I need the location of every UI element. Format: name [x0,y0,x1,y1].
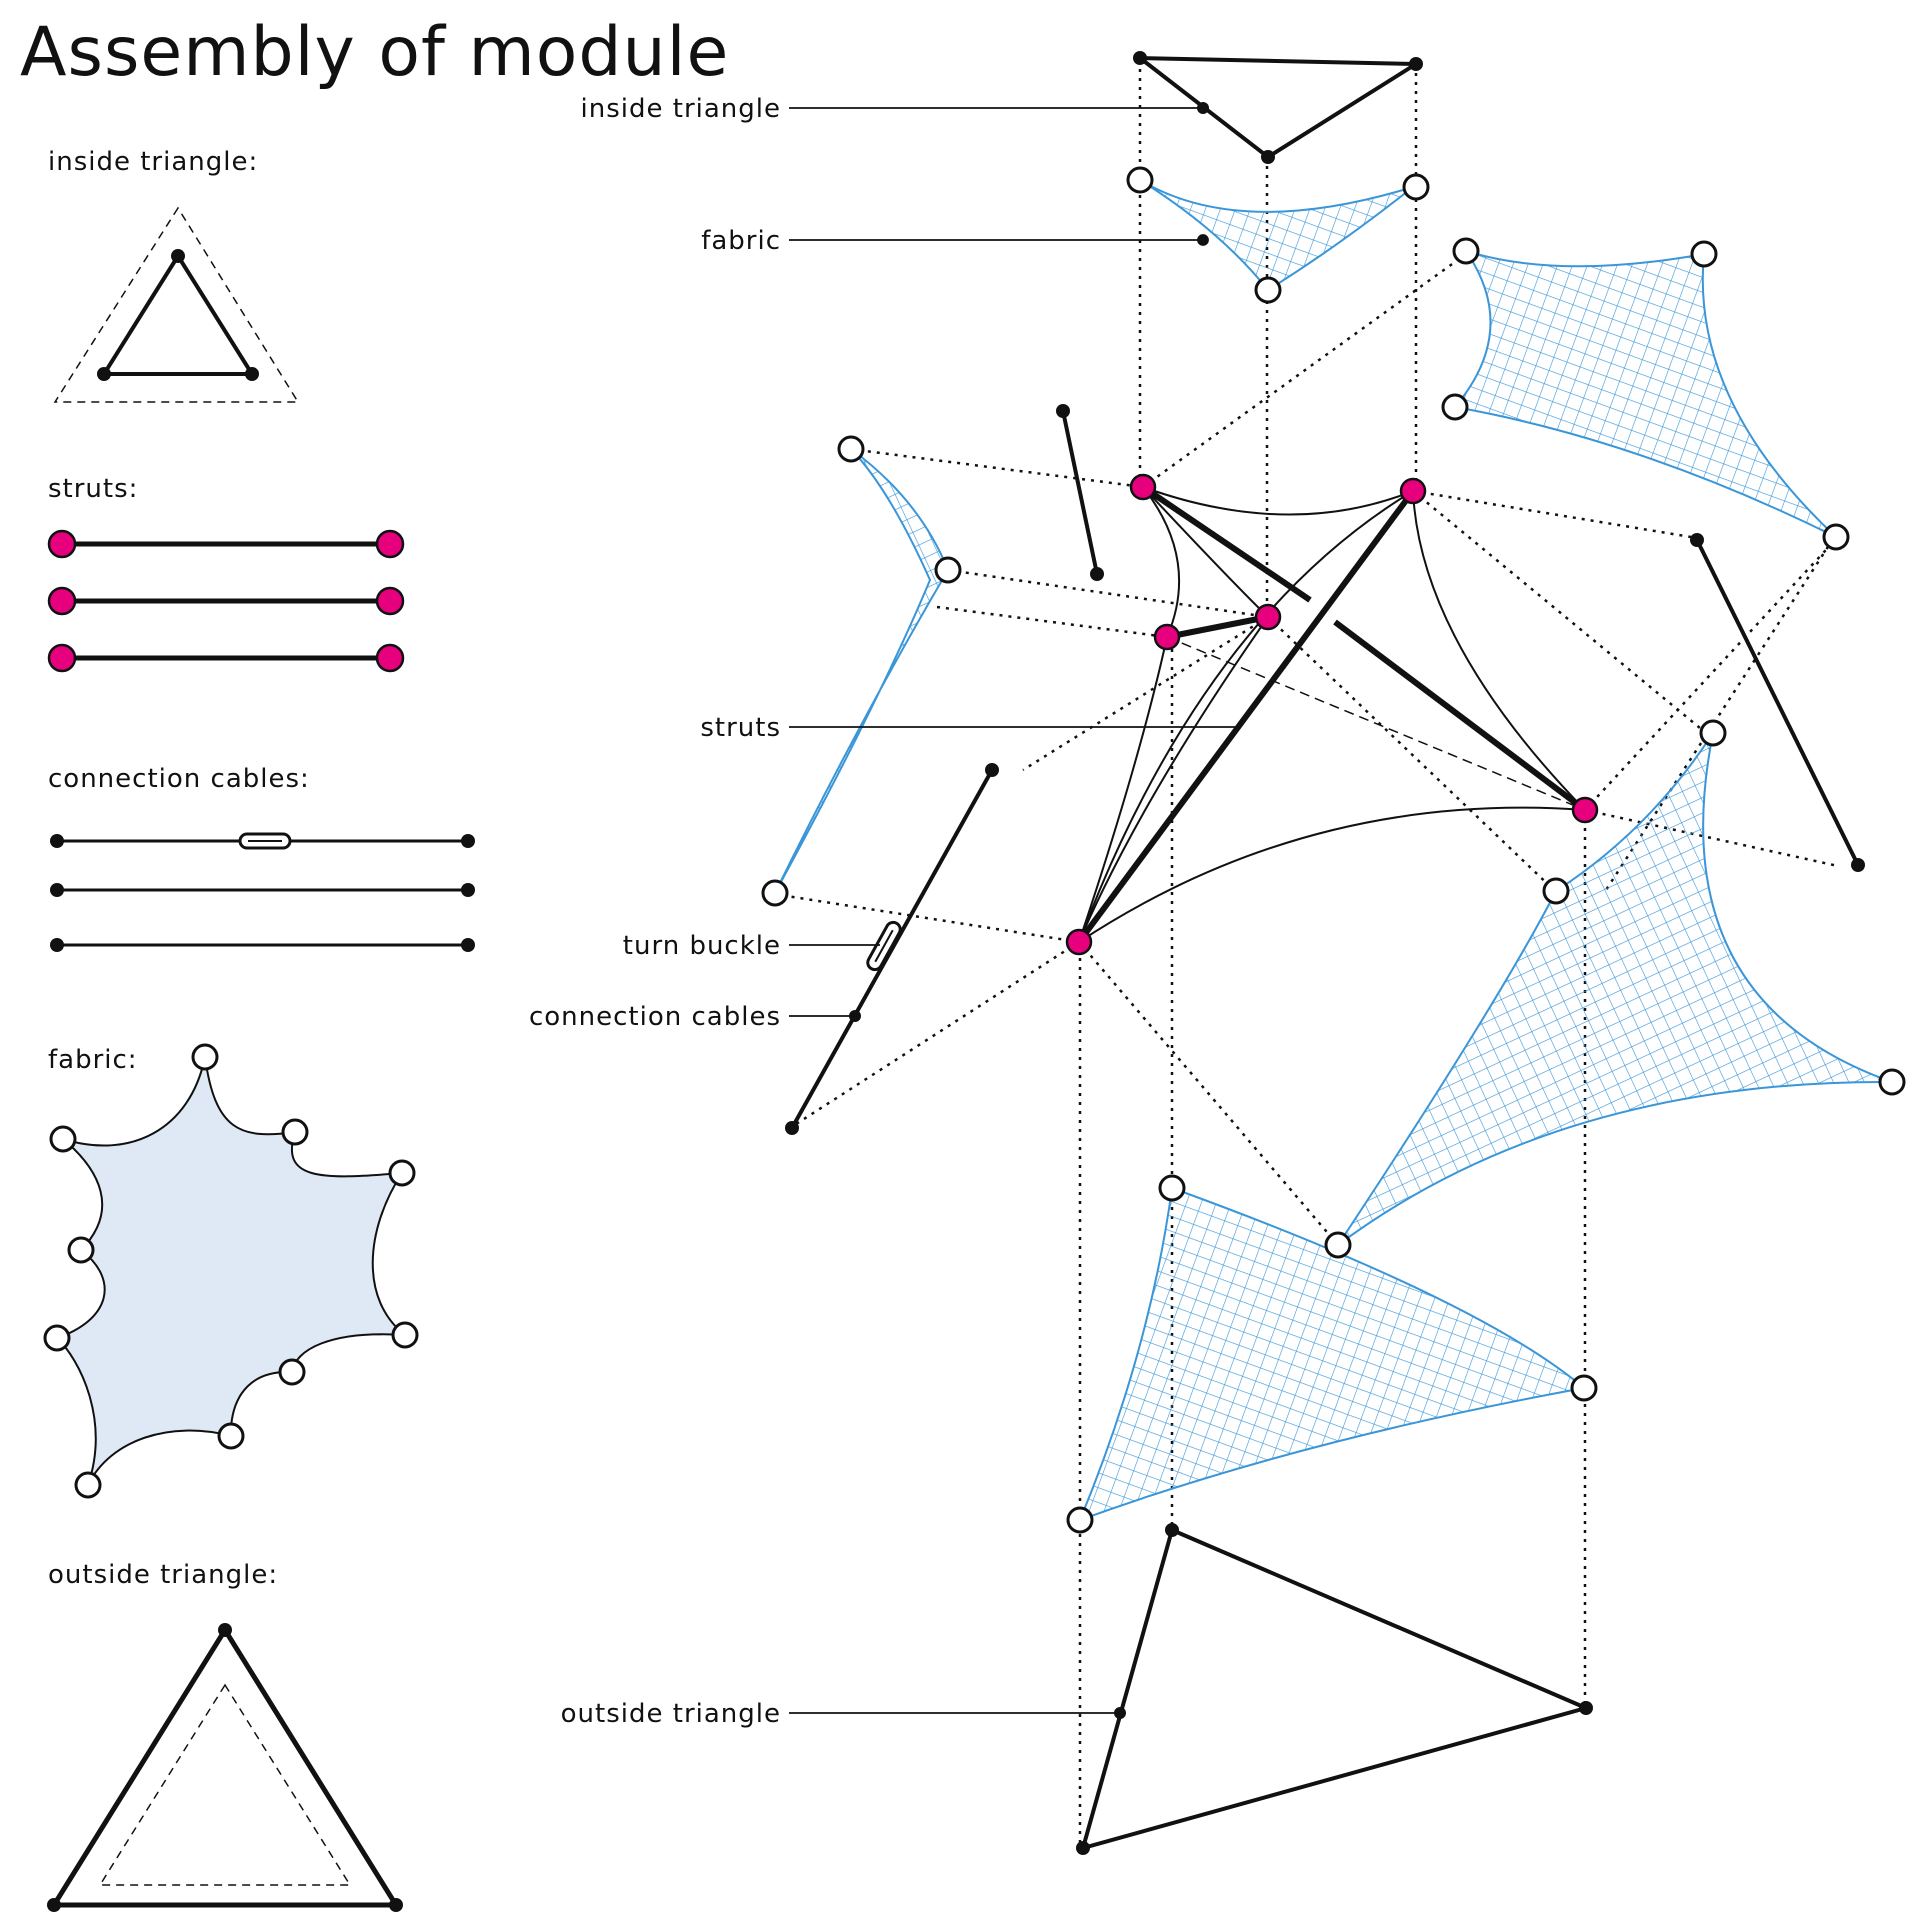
legend-struts [47,529,405,673]
callout-struts: struts [700,713,781,743]
callout-connection-cables: connection cables [529,1002,781,1032]
fabric-top [1139,179,1414,292]
callout-inside-triangle: inside triangle [581,94,781,124]
dotted-cables [773,252,1839,1246]
callout-turn-buckle: turn buckle [623,931,781,961]
fabric-left [774,448,950,894]
outside-triangle [1076,1523,1593,1855]
legend-inside-triangle [53,206,300,403]
callout-leaders [789,107,1235,1714]
struts [1076,484,1587,944]
cable-ends [1056,404,1865,872]
fabric-upper-right [1453,249,1837,538]
connection-cables-main [1061,410,1860,866]
fabric-bottom [1078,1186,1587,1522]
legend-inside-triangle-label: inside triangle: [48,147,258,177]
legend-struts-label: struts: [48,474,138,504]
projection-lines [1078,60,1587,1845]
legend-connection-cables-label: connection cables: [48,764,310,794]
callout-outside-triangle: outside triangle [561,1699,781,1729]
page-title: Assembly of module [20,13,729,92]
callout-fabric: fabric [701,226,781,256]
strut-nodes [1065,473,1599,956]
legend-connection-cables [50,832,475,952]
legend-outside-triangle [47,1623,403,1912]
fabric-lower-right [1337,732,1893,1246]
fabric-nodes [761,166,1906,1534]
solid-cables [1078,486,1586,943]
legend-outside-triangle-label: outside triangle: [48,1560,278,1590]
turnbuckle-cable [785,763,999,1135]
legend-fabric-label: fabric: [48,1045,138,1075]
legend-fabric [43,1043,419,1499]
